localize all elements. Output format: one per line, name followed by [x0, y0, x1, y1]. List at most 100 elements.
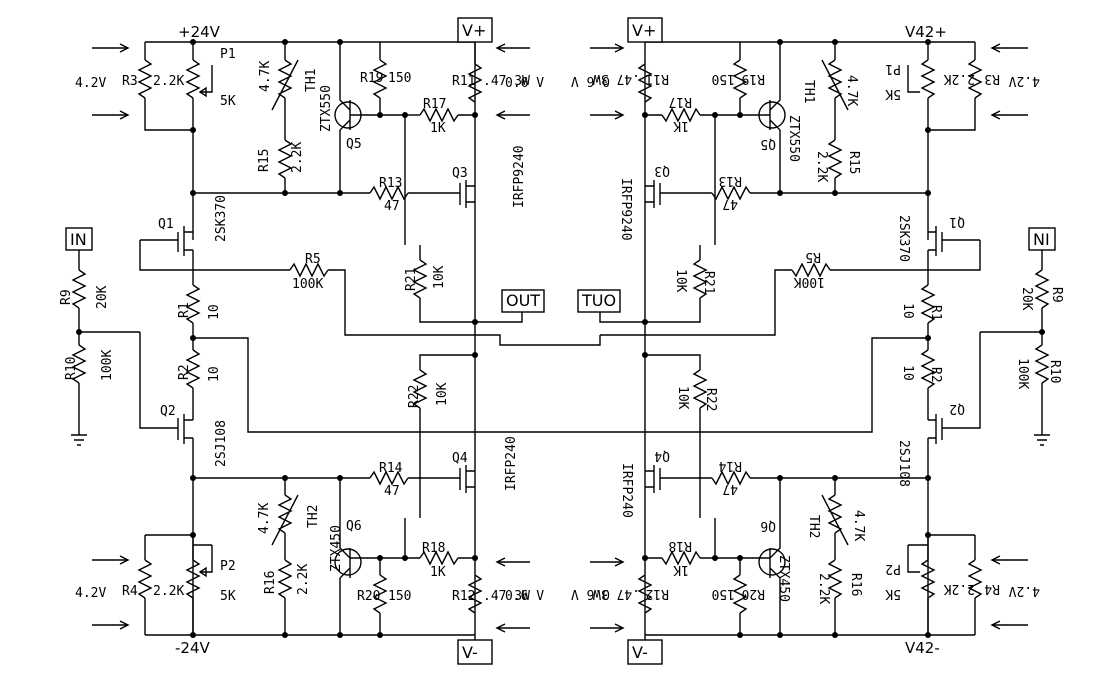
th1-ref: TH1 — [304, 69, 319, 92]
mirror-r21-val: 10K — [673, 269, 688, 293]
r18-ref: R18 — [422, 541, 445, 556]
r15-ref: R15 — [257, 149, 272, 172]
q4-part: IRFP240 — [504, 436, 519, 491]
mirror-v-top-right: 0.6 V — [571, 73, 610, 88]
mirror-port-vplus — [627, 17, 663, 43]
mirror-q3-ref: Q3 — [654, 163, 670, 178]
r21-val: 10K — [432, 265, 447, 289]
v-top-left: 4.2V — [75, 76, 106, 91]
mirror-r21-ref: R21 — [701, 271, 716, 294]
mirror-p2-ref: P2 — [885, 561, 901, 576]
r13-ref: R13 — [379, 176, 402, 191]
r1-val: 10 — [207, 304, 222, 320]
mirror-port-vplus-label: V+ — [632, 21, 656, 40]
mirror-r4-val: 2.2K — [944, 581, 975, 596]
mirror-th1-val: 4.7K — [844, 75, 859, 106]
r17-ref: R17 — [423, 97, 446, 112]
mirror-r20-ref: R20 — [742, 586, 765, 601]
r1-ref: R1 — [177, 302, 192, 318]
port-vplus — [457, 17, 493, 43]
mirror-r18-ref: R18 — [669, 538, 692, 553]
r5-val: 100K — [292, 277, 323, 292]
mirror-r1-val: 10 — [900, 303, 915, 319]
th2-val: 4.7K — [257, 503, 272, 534]
mirror-r5-val: 100K — [794, 274, 825, 289]
mirror-q3-part: IRFP9240 — [618, 178, 633, 241]
p1-ref: P1 — [220, 47, 236, 62]
mirror-r1-ref: R1 — [928, 305, 943, 321]
mirror-port-out-label: TUO — [581, 291, 616, 310]
p1-val: 5K — [220, 94, 236, 109]
mirror-r15-val: 2.2K — [814, 151, 829, 182]
r4-val: 2.2K — [153, 584, 184, 599]
mirror-q2-part: 2SJ108 — [896, 440, 911, 487]
mirror-r22-val: 10K — [675, 386, 690, 410]
mirror-v-bot-right: 0.6 V — [571, 586, 610, 601]
mirror-r2-val: 10 — [900, 365, 915, 381]
q2-part: 2SJ108 — [214, 420, 229, 467]
mirror-q6-ref: Q6 — [760, 518, 776, 533]
mirror-r19-val: 150 — [712, 71, 735, 86]
r10-val: 100K — [100, 350, 115, 381]
r13-val: 47 — [384, 199, 400, 214]
p2-val: 5K — [220, 589, 236, 604]
mirror-r16-ref: R16 — [848, 573, 863, 596]
mirror-r13-val: 47 — [722, 196, 738, 211]
mirror-q1-ref: Q1 — [949, 214, 965, 229]
mirror-r12-ref: R12 — [646, 586, 669, 601]
q2-ref: Q2 — [160, 404, 176, 419]
v-bot-left: 4.2V — [75, 586, 106, 601]
mirror-r11-val: .47 3W — [593, 71, 640, 86]
q3-part: IRFP9240 — [512, 145, 527, 208]
mirror-r10-ref: R10 — [1047, 360, 1062, 383]
q5-part: ZTX550 — [319, 85, 334, 132]
mirror-r5-ref: R5 — [805, 249, 821, 264]
mirror-rail-pos: V42+ — [905, 23, 947, 41]
r2-val: 10 — [207, 366, 222, 382]
port-vplus-label: V+ — [462, 21, 486, 40]
left-half: 4.2V R3 2.2K P1 5K +24V 4.7K TH1 R15 2.2… — [59, 17, 601, 665]
mirror-th2-val: 4.7K — [851, 510, 866, 541]
mirror-r17-ref: R17 — [669, 94, 692, 109]
v-bot-right: 0.6 V — [505, 589, 544, 604]
mirror-q6-part: ZTX450 — [776, 555, 791, 602]
port-in-label: IN — [70, 230, 87, 249]
r9-ref: R9 — [59, 289, 74, 305]
mirror-q5-part: ZTX550 — [786, 115, 801, 162]
mirror-th2-ref: TH2 — [806, 515, 821, 538]
mirror-p1-val: 5K — [885, 86, 901, 101]
mirror-port-vminus — [627, 639, 663, 665]
r19-val: 150 — [388, 71, 411, 86]
mirror-rail-neg: V42- — [905, 639, 940, 657]
mirror-r17-val: 1K — [673, 118, 689, 133]
port-vminus — [457, 639, 493, 665]
mirror-r10-val: 100K — [1015, 358, 1030, 389]
port-out — [501, 289, 545, 313]
mirror-q4-part: IRFP240 — [619, 463, 634, 518]
q1-part: 2SK370 — [214, 195, 229, 242]
mirror-r16-val: 2.2K — [816, 573, 831, 604]
r15-val: 2.2K — [290, 142, 305, 173]
r22-ref: R22 — [407, 385, 422, 408]
r3-val: 2.2K — [153, 74, 184, 89]
q6-ref: Q6 — [346, 519, 362, 534]
mirror-port-in-label: NI — [1033, 230, 1050, 249]
mirror-r18-val: 1K — [673, 562, 689, 577]
mirror-q1-part: 2SK370 — [896, 215, 911, 262]
mirror-q4-ref: Q4 — [654, 448, 670, 463]
r14-ref: R14 — [379, 461, 403, 476]
mirror-th1-ref: TH1 — [801, 80, 816, 103]
r21-ref: R21 — [404, 268, 419, 291]
r5-ref: R5 — [305, 252, 321, 267]
mirror-r12-val: .47 3W — [593, 586, 640, 601]
mirror-r19-ref: R19 — [742, 71, 765, 86]
r11-val: .47 3W — [483, 74, 530, 89]
q4-ref: Q4 — [452, 451, 468, 466]
th1-val: 4.7K — [258, 61, 273, 92]
q5-ref: Q5 — [346, 137, 362, 152]
mirror-r9-val: 20K — [1019, 287, 1034, 311]
v-top-right: 0.6 V — [505, 76, 544, 91]
q6-part: ZTX450 — [329, 525, 344, 572]
q1-ref: Q1 — [158, 217, 174, 232]
